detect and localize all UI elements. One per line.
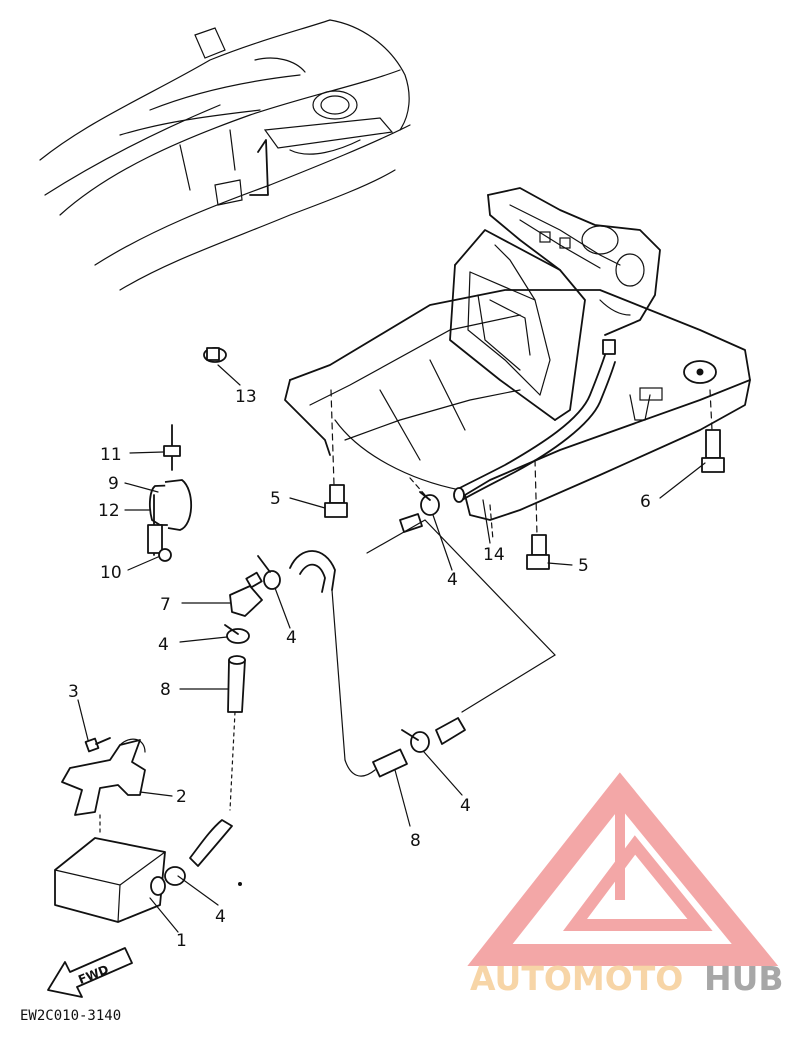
callout-6: 6 [640,492,651,512]
part-8-hose-right [401,717,466,753]
leader-lines [77,364,706,933]
callout-2: 2 [176,787,187,807]
part-13-cap [203,347,227,363]
callout-3: 3 [68,682,79,702]
jet-pump-hull-assembly [284,187,751,541]
hose-long-mid [289,550,408,778]
part-2-bracket [61,738,146,816]
brand-name-part2: HUB [704,959,784,998]
part-1-box [54,814,186,923]
callout-1: 1 [176,931,187,951]
watermark-logo: AUTOMOTO HUB [467,772,784,998]
callout-4-mid-left: 4 [158,635,169,655]
callout-4-lower-right: 4 [460,796,471,816]
callout-4-mid: 4 [286,628,297,648]
callout-8-right: 8 [410,831,421,851]
part-9-12-clamp-assembly [147,424,193,562]
callout-14: 14 [483,545,505,565]
callout-5-left: 5 [270,489,281,509]
callout-12: 12 [98,501,120,521]
callout-5-right: 5 [578,556,589,576]
part-4-clamp-mid [257,555,281,590]
drawing-code: EW2C010-3140 [20,1008,121,1024]
callout-4-upper: 4 [447,570,458,590]
callout-4-lower-left: 4 [215,907,226,927]
part-5-bolt-right [526,534,550,570]
part-4-clamp-mid-left [224,624,250,644]
forward-arrow: FWD [47,947,133,998]
part-8-hose-left [189,655,246,867]
callout-labels: 13 11 9 12 10 5 4 14 5 6 7 4 4 8 3 2 4 8… [68,387,651,951]
part-7-elbow-fitting [229,571,263,617]
brand-name-part1: AUTOMOTO [470,959,683,998]
callout-10: 10 [100,563,122,583]
callout-9: 9 [108,474,119,494]
callout-11: 11 [100,445,122,465]
callout-7: 7 [160,595,171,615]
part-3-screw [84,737,111,753]
part-4-clamp-upper [399,491,440,533]
part-5-bolt-left [324,484,348,518]
callout-13: 13 [235,387,257,407]
callout-8-left: 8 [160,680,171,700]
part-6-bolt [701,429,725,473]
craft-deck-sketch [39,19,411,291]
